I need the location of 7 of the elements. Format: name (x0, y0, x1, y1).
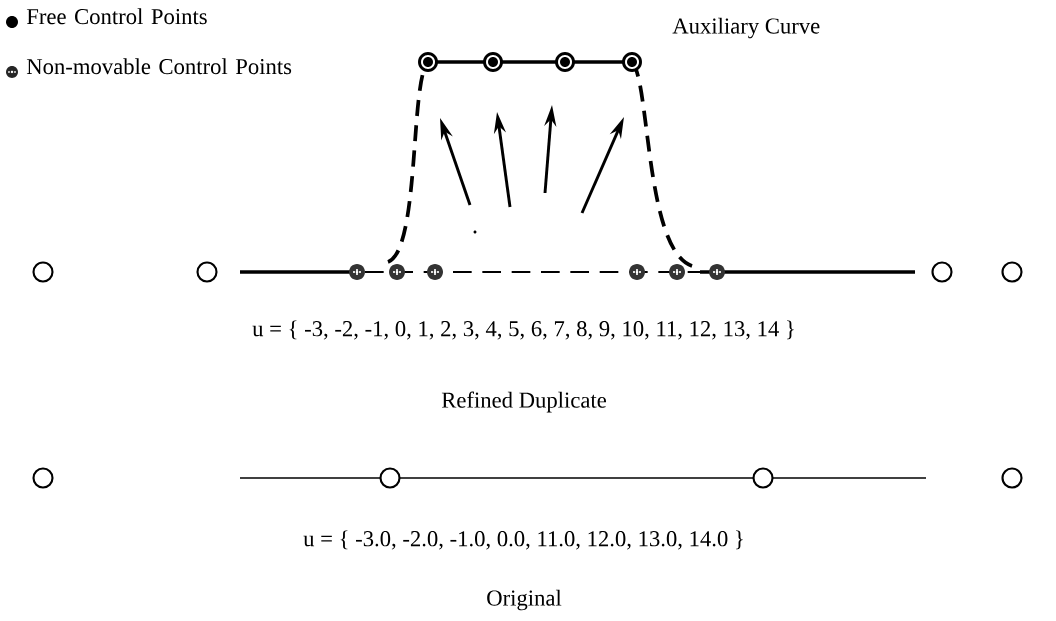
legend-text: Non-movable Control Points (26, 58, 292, 75)
curve-label: Original (487, 589, 562, 611)
knot-vector: u = { -3.0, -2.0, -1.0, 0.0, 11.0, 12.0, 13.0, 14.0 } (303, 530, 743, 550)
legend-text: Free Control Points (26, 8, 207, 25)
curve-label: Auxiliary Curve (672, 17, 820, 39)
knot-vector: u = { -3, -2, -1, 0, 1, 2, 3, 4, 5, 6, 7, 8, 9, 10, 11, 12, 13, 14 } (252, 320, 794, 340)
curve-label: Refined Duplicate (441, 391, 606, 413)
